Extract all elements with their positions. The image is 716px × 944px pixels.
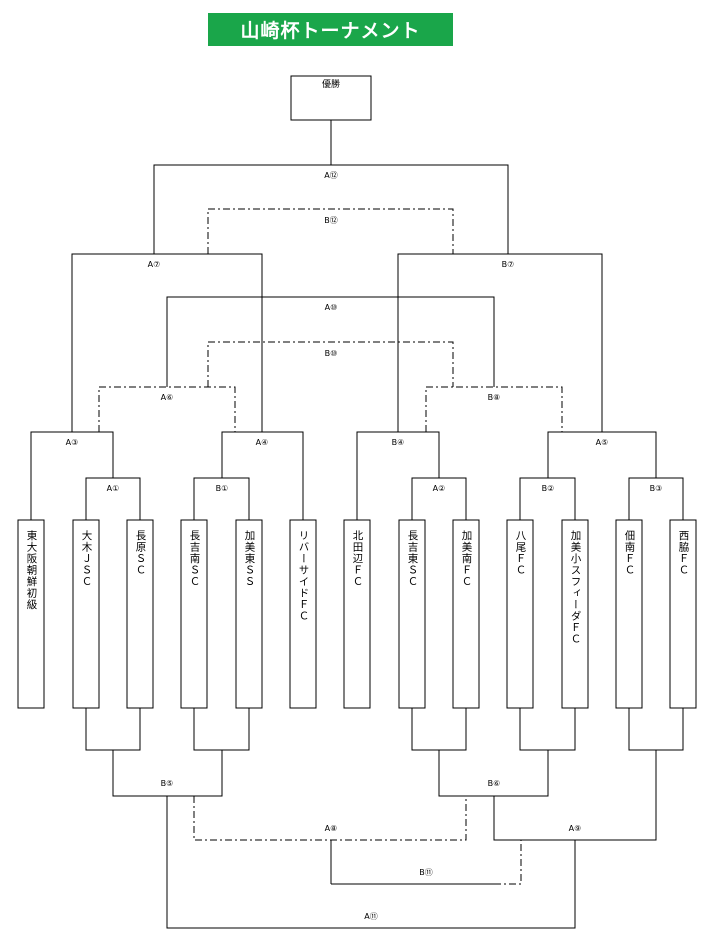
label-B4: B④ xyxy=(392,438,405,447)
label-A1: A① xyxy=(107,484,120,493)
champion-label: 優勝 xyxy=(322,78,340,90)
team-name-12: 佃南ＦＣ xyxy=(623,530,636,576)
label-B12: B⑫ xyxy=(324,216,338,225)
label-A8: A⑧ xyxy=(325,824,338,833)
team-name-6: リバーサイドＦＣ xyxy=(297,530,310,622)
label-B10: B⑩ xyxy=(325,349,338,358)
label-B6: B⑥ xyxy=(488,779,501,788)
label-A10: A⑩ xyxy=(325,303,338,312)
team-box-4 xyxy=(180,519,208,709)
bracket-A7 xyxy=(71,253,263,432)
team-name-4: 長吉南ＳＣ xyxy=(188,530,201,588)
label-A12: A⑫ xyxy=(324,171,337,180)
label-B7: B⑦ xyxy=(502,260,515,269)
bracket-A10 xyxy=(166,296,495,387)
label-A3: A③ xyxy=(66,438,79,447)
label-A6: A⑥ xyxy=(161,393,174,402)
bottom-pair-3 xyxy=(411,708,467,751)
team-name-9: 加美南ＦＣ xyxy=(460,530,473,588)
label-A4: A④ xyxy=(256,438,269,447)
team-name-10: 八尾ＦＣ xyxy=(514,530,527,576)
bracket-B7 xyxy=(397,253,603,432)
team-box-2 xyxy=(72,519,100,709)
bottom-pair-4 xyxy=(519,708,576,751)
label-B1: B① xyxy=(216,484,229,493)
bracket-A12 xyxy=(153,164,509,254)
team-box-7 xyxy=(343,519,371,709)
bracket-A8 xyxy=(193,796,467,841)
label-A11: A⑪ xyxy=(364,912,377,921)
label-B5: B⑤ xyxy=(161,779,174,788)
team-name-13: 西脇ＦＣ xyxy=(677,530,690,576)
bottom-pair-1 xyxy=(85,708,141,751)
label-A5: A⑤ xyxy=(596,438,609,447)
label-A2: A② xyxy=(433,484,446,493)
bottom-pair-5 xyxy=(628,708,684,751)
champion-box xyxy=(290,75,372,121)
tournament-title: 山崎杯トーナメント xyxy=(208,13,453,46)
team-name-2: 大木ＪＳＣ xyxy=(80,530,93,588)
team-name-7: 北田辺ＦＣ xyxy=(351,530,364,588)
label-B3: B③ xyxy=(650,484,663,493)
bracket-B10 xyxy=(207,341,454,387)
team-name-1: 東大阪朝鮮初級 xyxy=(25,530,38,611)
team-box-9 xyxy=(452,519,480,709)
label-A7: A⑦ xyxy=(148,260,161,269)
team-name-5: 加美東ＳＳ xyxy=(243,530,256,588)
bracket-B11-right xyxy=(494,840,522,885)
bracket-B6 xyxy=(438,750,549,797)
team-box-5 xyxy=(235,519,263,709)
bracket-B12 xyxy=(207,208,454,254)
label-B8: B⑧ xyxy=(488,393,501,402)
team-box-10 xyxy=(506,519,534,709)
team-box-12 xyxy=(615,519,643,709)
label-B11: B⑪ xyxy=(419,868,433,877)
bracket-A11 xyxy=(166,796,576,929)
team-box-13 xyxy=(669,519,697,709)
team-name-8: 長吉東ＳＣ xyxy=(406,530,419,588)
label-A9: A⑨ xyxy=(569,824,582,833)
team-box-6 xyxy=(289,519,317,709)
team-name-3: 長原ＳＣ xyxy=(134,530,147,576)
bottom-pair-2 xyxy=(193,708,250,751)
bracket-B5 xyxy=(112,750,223,797)
team-name-11: 加美小スフィーダＦＣ xyxy=(569,530,582,645)
label-B2: B② xyxy=(542,484,555,493)
